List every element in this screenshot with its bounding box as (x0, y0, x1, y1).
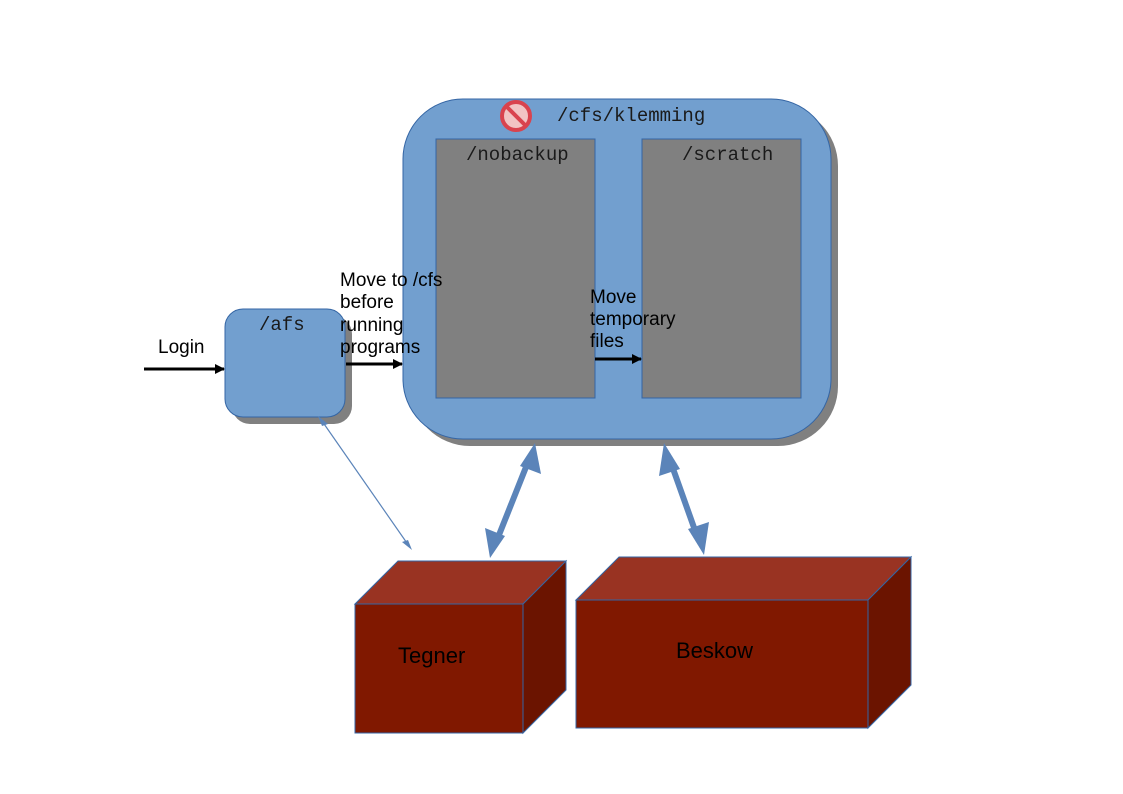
afs-node: /afs (224, 308, 352, 424)
tegner-label: Tegner (398, 643, 465, 668)
beskow-top-face (574, 556, 913, 601)
nobackup-to-scratch-label-line-1: Move (590, 287, 636, 308)
afs-tegner-connector (318, 416, 412, 550)
scratch-box (641, 138, 802, 399)
cfs-beskow-connector (659, 443, 709, 555)
tegner-front-face (354, 603, 524, 734)
login-label: Login (158, 337, 205, 358)
beskow-label: Beskow (676, 638, 753, 663)
afs-box (224, 308, 346, 418)
login-edge: Login (144, 337, 225, 374)
nobackup-label: /nobackup (466, 144, 569, 166)
afs-to-cfs-edge: Move to /cfs before running programs (340, 270, 442, 369)
cfs-label: /cfs/klemming (557, 105, 705, 127)
afs-to-cfs-label-line-4: programs (340, 337, 420, 358)
nobackup-to-scratch-edge: Move temporary files (590, 287, 676, 364)
beskow-node: Beskow (574, 555, 913, 730)
afs-to-cfs-label-line-3: running (340, 315, 403, 336)
afs-to-cfs-label-line-2: before (340, 292, 394, 313)
nobackup-box (435, 138, 596, 399)
beskow-front-face (575, 599, 869, 729)
afs-label: /afs (259, 314, 305, 336)
scratch-label: /scratch (682, 144, 773, 166)
tegner-node: Tegner (353, 559, 568, 735)
cfs-klemming-node: /cfs/klemming /nobackup /scratch (402, 98, 838, 446)
nobackup-to-scratch-label-line-3: files (590, 331, 624, 352)
nobackup-to-scratch-label-line-2: temporary (590, 309, 676, 330)
no-entry-icon (500, 100, 532, 132)
afs-to-cfs-label-line-1: Move to /cfs (340, 270, 442, 291)
cfs-tegner-connector (485, 443, 541, 558)
scratch-node: /scratch (641, 138, 802, 399)
nobackup-node: /nobackup (435, 138, 596, 399)
